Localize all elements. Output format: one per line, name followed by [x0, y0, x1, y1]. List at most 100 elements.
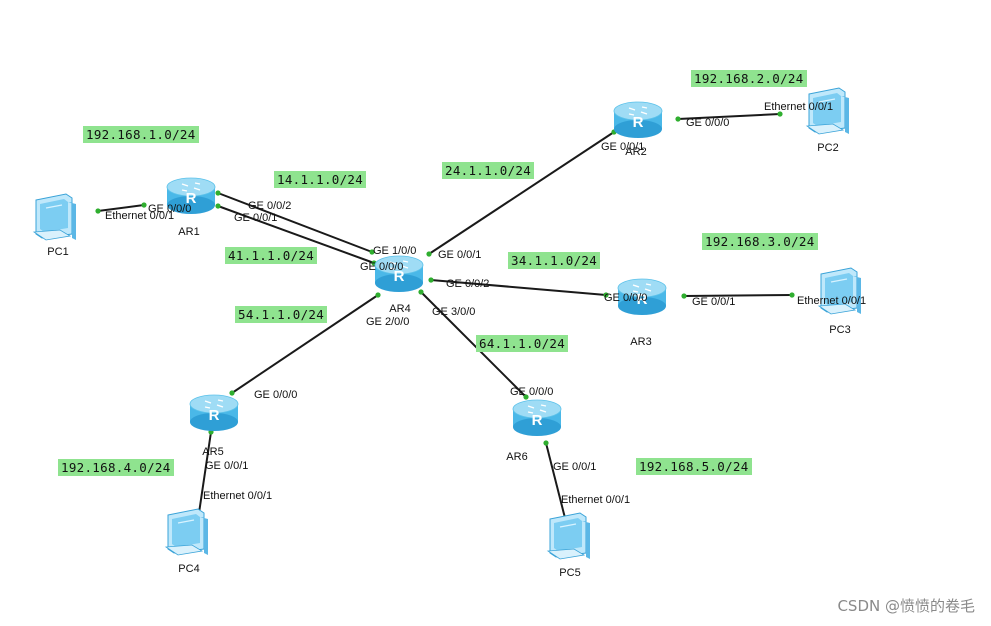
network-label-64-1-1-0: 64.1.1.0/24 — [476, 335, 568, 352]
router-icon[interactable]: R — [189, 394, 239, 431]
link-ar6-pc5 — [545, 442, 566, 519]
port-dot-pc2-ethernet-0-0-1 — [777, 111, 783, 117]
port-label-pc5-ethernet-0-0-1: Ethernet 0/0/1 — [561, 494, 630, 506]
port-label-ar3-ge-0-0-1: GE 0/0/1 — [692, 296, 735, 308]
network-label-background — [691, 70, 807, 87]
port-label-pc2-ethernet-0-0-1: Ethernet 0/0/1 — [764, 101, 833, 113]
network-label-192-168-4-0: 192.168.4.0/24 — [58, 459, 174, 476]
watermark-text: CSDN @愤愤的卷毛 — [837, 597, 975, 615]
node-label-ar2: AR2 — [625, 146, 646, 158]
network-label-text: 34.1.1.0/24 — [511, 253, 597, 268]
router-icon[interactable]: R — [374, 255, 424, 292]
port-label-ar1-ge-0-0-1: GE 0/0/1 — [234, 212, 277, 224]
node-label-ar6: AR6 — [506, 451, 527, 463]
network-label-192-168-2-0: 192.168.2.0/24 — [691, 70, 807, 87]
port-dot-ar4-ge-1-0-0 — [369, 249, 375, 255]
port-label-ar4-ge-0-0-2: GE 0/0/2 — [446, 278, 489, 290]
link-pc1-ar1 — [97, 204, 145, 212]
node-label-ar5: AR5 — [202, 446, 223, 458]
port-dot-ar6-ge-0-0-0 — [523, 394, 529, 400]
port-label-ar4-ge-3-0-0: GE 3/0/0 — [432, 306, 475, 318]
port-dot-ar4-ge-3-0-0 — [418, 289, 424, 295]
network-label-text: 192.168.5.0/24 — [639, 459, 749, 474]
port-dot-ar4-ge-0-0-1 — [426, 251, 432, 257]
port-dot-pc3-ethernet-0-0-1 — [789, 292, 795, 298]
network-label-background — [58, 459, 174, 476]
port-label-ar3-ge-0-0-0: GE 0/0/0 — [604, 292, 647, 304]
router-icon[interactable]: R — [617, 278, 667, 315]
port-label-ar4-ge-2-0-0: GE 2/0/0 — [366, 316, 409, 328]
port-label-ar5-ge-0-0-1: GE 0/0/1 — [205, 460, 248, 472]
port-dot-ar1-ge-0-0-2 — [215, 190, 221, 196]
network-label-background — [508, 252, 600, 269]
network-label-text: 192.168.1.0/24 — [86, 127, 196, 142]
network-label-text: 192.168.2.0/24 — [694, 71, 804, 86]
links-layer — [97, 113, 793, 519]
link-ar4-ar3 — [430, 279, 607, 296]
link-ar3-pc3 — [683, 294, 793, 297]
link-ar5-pc4 — [198, 431, 212, 514]
network-label-34-1-1-0: 34.1.1.0/24 — [508, 252, 600, 269]
node-label-pc3: PC3 — [829, 324, 850, 336]
port-label-ar2-ge-0-0-1: GE 0/0/1 — [601, 141, 644, 153]
port-dot-ar1-ge-0-0-1 — [215, 203, 221, 209]
network-label-192-168-3-0: 192.168.3.0/24 — [702, 233, 818, 250]
port-dot-pc1-ethernet-0-0-1 — [95, 208, 101, 214]
port-dot-ar3-ge-0-0-0 — [603, 292, 609, 298]
router-glyph: R — [209, 407, 220, 424]
port-label-ar4-ge-0-0-0: GE 0/0/0 — [360, 261, 403, 273]
link-ar1-ar4-a — [217, 192, 373, 253]
node-label-pc1: PC1 — [47, 246, 68, 258]
network-label-background — [225, 247, 317, 264]
port-dot-ar4-ge-2-0-0 — [375, 292, 381, 298]
port-label-ar1-ge-0-0-2: GE 0/0/2 — [248, 200, 291, 212]
network-label-background — [636, 458, 752, 475]
network-label-14-1-1-0: 14.1.1.0/24 — [274, 171, 366, 188]
port-label-ar4-ge-1-0-0: GE 1/0/0 — [373, 245, 416, 257]
network-label-text: 192.168.4.0/24 — [61, 460, 171, 475]
port-label-pc4-ethernet-0-0-1: Ethernet 0/0/1 — [203, 490, 272, 502]
network-label-background — [476, 335, 568, 352]
node-label-pc2: PC2 — [817, 142, 838, 154]
link-ar4-ar2 — [428, 131, 615, 255]
port-label-ar6-ge-0-0-0: GE 0/0/0 — [510, 386, 553, 398]
port-dot-ar3-ge-0-0-1 — [681, 293, 687, 299]
port-label-ar4-ge-0-0-1: GE 0/0/1 — [438, 249, 481, 261]
pc-icon[interactable] — [32, 193, 76, 241]
network-labels-layer: 192.168.1.0/24 192.168.2.0/24 192.168.3.0/… — [58, 70, 818, 476]
router-glyph: R — [394, 268, 405, 285]
link-ar1-ar4-b — [217, 205, 375, 264]
network-label-background — [442, 162, 534, 179]
network-label-background — [274, 171, 366, 188]
link-ar4-ar6 — [420, 291, 527, 398]
pc-icon[interactable] — [546, 512, 590, 560]
node-label-ar4: AR4 — [389, 303, 410, 315]
network-label-41-1-1-0: 41.1.1.0/24 — [225, 247, 317, 264]
port-dot-ar1-ge-0-0-0 — [141, 202, 147, 208]
port-label-ar2-ge-0-0-0: GE 0/0/0 — [686, 117, 729, 129]
link-ar4-ar5 — [231, 294, 379, 394]
port-label-ar6-ge-0-0-1: GE 0/0/1 — [553, 461, 596, 473]
network-label-54-1-1-0: 54.1.1.0/24 — [235, 306, 327, 323]
router-icon[interactable]: R — [613, 101, 663, 138]
port-dot-ar2-ge-0-0-0 — [675, 116, 681, 122]
router-glyph: R — [637, 291, 648, 308]
pc-icon[interactable] — [817, 267, 861, 315]
nodes-layer: R R R R R R — [32, 87, 861, 560]
node-label-pc5: PC5 — [559, 567, 580, 579]
pc-icon[interactable] — [164, 508, 208, 556]
port-label-pc1-ethernet-0-0-1: Ethernet 0/0/1 — [105, 210, 174, 222]
router-icon[interactable]: R — [512, 399, 562, 436]
port-dot-ar6-ge-0-0-1 — [543, 440, 549, 446]
port-label-ar5-ge-0-0-0: GE 0/0/0 — [254, 389, 297, 401]
network-label-24-1-1-0: 24.1.1.0/24 — [442, 162, 534, 179]
node-label-ar3: AR3 — [630, 336, 651, 348]
router-icon[interactable]: R — [166, 177, 216, 214]
pc-icon[interactable] — [805, 87, 849, 135]
port-label-ar1-ge-0-0-0: GE 0/0/0 — [148, 203, 191, 215]
network-label-text: 41.1.1.0/24 — [228, 248, 314, 263]
network-label-text: 24.1.1.0/24 — [445, 163, 531, 178]
network-label-192-168-1-0: 192.168.1.0/24 — [83, 126, 199, 143]
